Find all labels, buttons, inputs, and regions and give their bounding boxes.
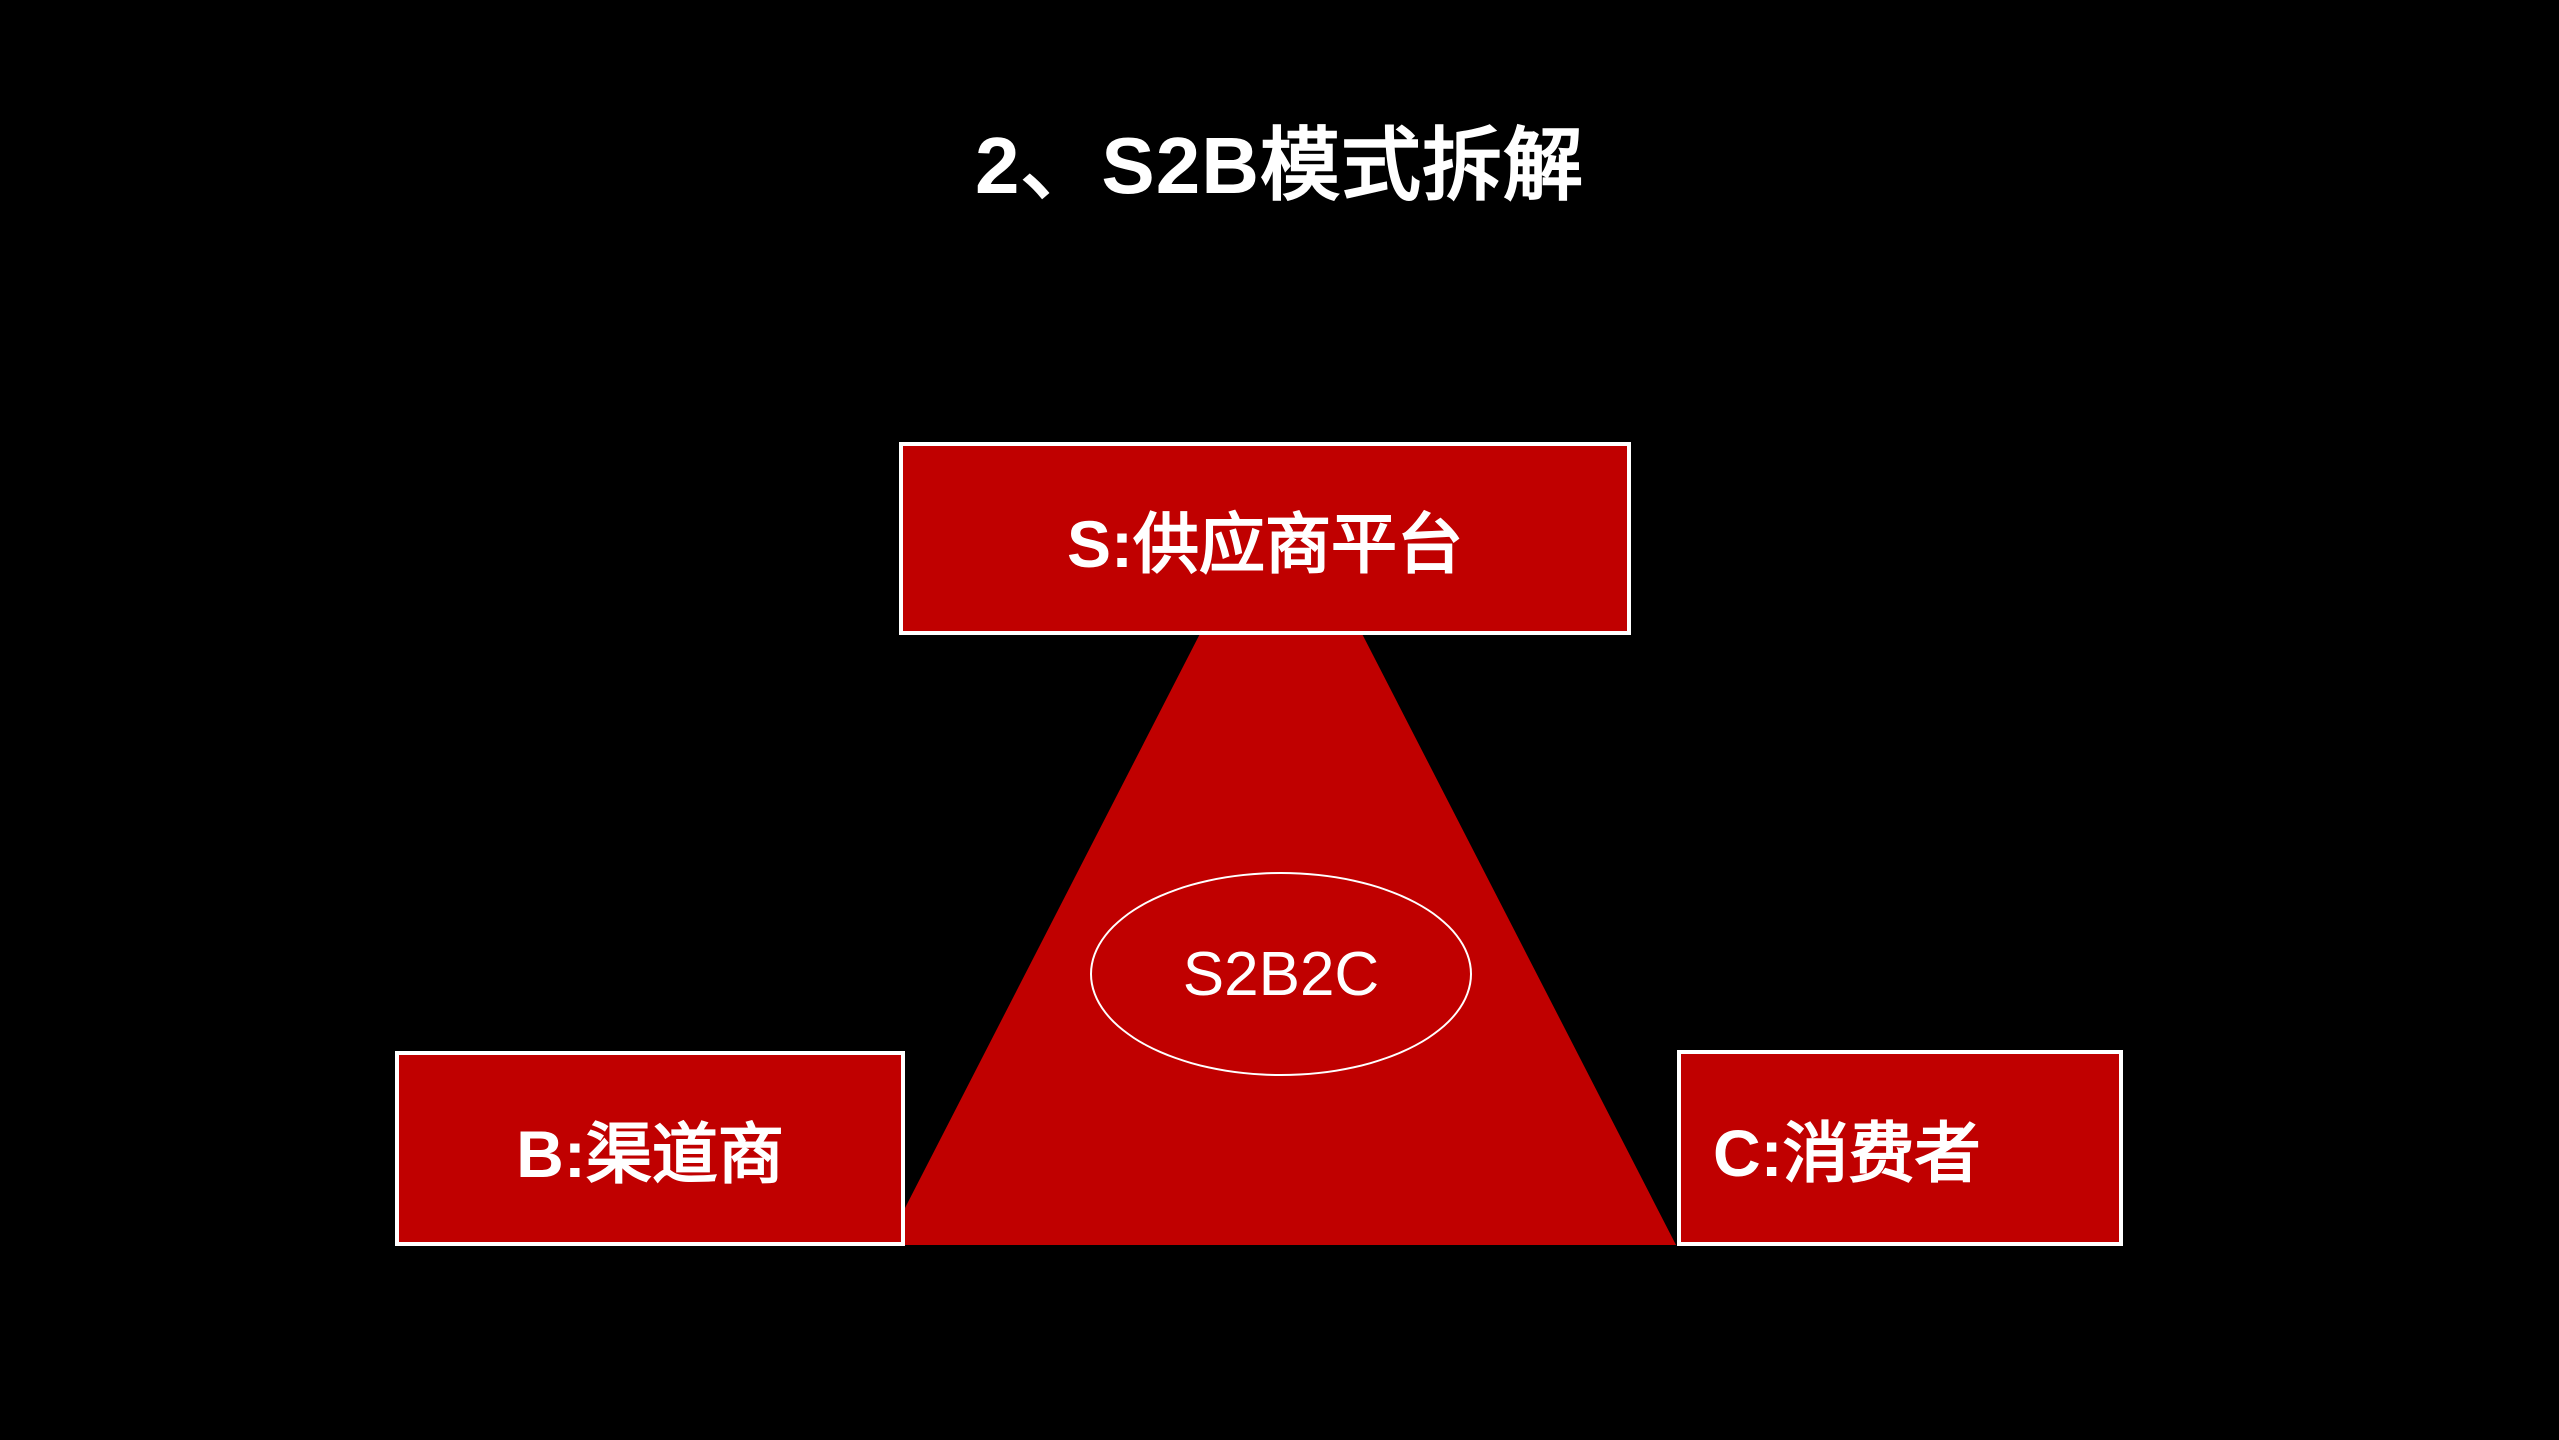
- node-supplier-platform[interactable]: S:供应商平台: [899, 442, 1631, 635]
- center-ellipse-label: S2B2C: [1182, 939, 1380, 1009]
- node-consumer-label: C:消费者: [1713, 1116, 1981, 1190]
- node-channel-distributor[interactable]: B:渠道商: [395, 1051, 905, 1246]
- node-consumer[interactable]: C:消费者: [1677, 1050, 2123, 1246]
- node-supplier-label: S:供应商平台: [1067, 506, 1463, 581]
- s2b-triangle-polygon: [886, 476, 1676, 1245]
- node-channel-label: B:渠道商: [516, 1116, 784, 1191]
- page-title: 2、S2B模式拆解: [974, 121, 1585, 210]
- center-ellipse-s2b2c[interactable]: S2B2C: [1090, 872, 1472, 1076]
